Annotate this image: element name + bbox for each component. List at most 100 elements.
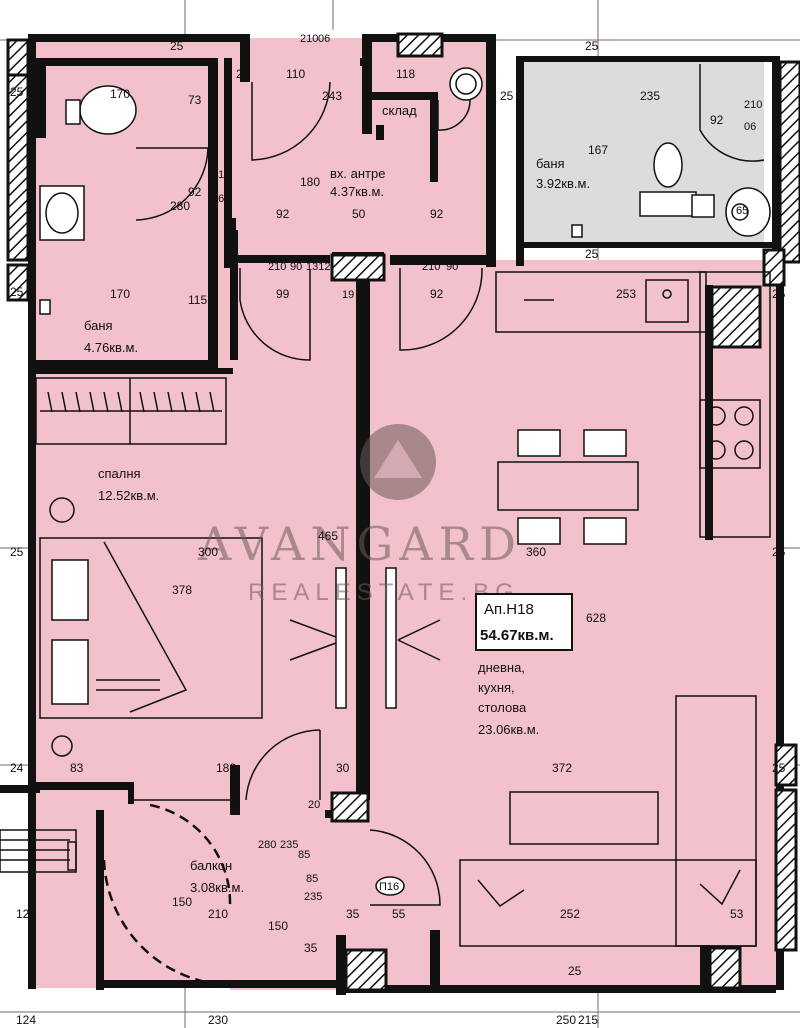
balcony-name: балкон <box>190 858 232 873</box>
dim-label: 19 <box>342 289 354 301</box>
dim-label: 53 <box>730 907 744 921</box>
apartment-tag: Ап.Н18 54.67кв.м. <box>475 593 573 651</box>
dim-label: 180 <box>300 175 320 189</box>
bedroom-area: 12.52кв.м. <box>98 488 159 503</box>
dimension-labels: 25 25 25 25 25 25 25 25 25 25 25 25 170 … <box>10 33 786 1027</box>
dim-label: 124 <box>16 907 36 921</box>
entrance-name: вх. антре <box>330 166 385 181</box>
dim-label: 85 <box>306 873 318 885</box>
dim-label: 25 <box>585 39 599 53</box>
dim-label: 628 <box>586 611 606 625</box>
watermark-line2: REALESTATE.BG <box>248 579 520 606</box>
dim-label: 167 <box>588 143 608 157</box>
dim-label: 253 <box>616 287 636 301</box>
dim-label: 210 <box>422 261 440 273</box>
dim-label: 20 <box>308 799 320 811</box>
dim-label: 25 <box>585 247 599 261</box>
bath-right-name: баня <box>536 156 565 171</box>
dim-label: 230 <box>208 1013 228 1027</box>
dim-label: 06 <box>744 121 756 133</box>
dim-label: 378 <box>172 583 192 597</box>
bed <box>39 497 263 757</box>
dim-label: 50 <box>352 207 366 221</box>
dim-label: 115 <box>188 293 207 307</box>
living-line1: дневна, <box>478 660 525 675</box>
apartment-id: Ап.Н18 <box>484 601 534 618</box>
living-line2: кухня, <box>478 680 515 695</box>
wardrobe <box>35 377 227 445</box>
balcony-area: 3.08кв.м. <box>190 880 244 895</box>
dim-label: 250 <box>556 1013 576 1027</box>
dim-label: 25 <box>170 39 184 53</box>
dim-label: 280 <box>170 199 190 213</box>
dim-label: 25 <box>10 545 24 559</box>
bath-left-fixtures <box>39 85 137 315</box>
structural-columns <box>6 32 800 992</box>
dim-label: 25 <box>10 85 24 99</box>
dim-label: 35 <box>346 907 360 921</box>
dim-label: 35 <box>304 941 318 955</box>
room-labels: вх. антре 4.37кв.м. склад баня 3.92кв.м.… <box>84 103 590 895</box>
dim-label: 06 <box>318 33 330 45</box>
dim-label: 210 <box>208 907 228 921</box>
walls <box>0 34 784 995</box>
dim-label: 92 <box>188 185 202 199</box>
dim-label: 25 <box>772 761 786 775</box>
dim-label: 235 <box>280 839 298 851</box>
dim-label: 90 <box>446 261 458 273</box>
dim-label: 65 <box>736 205 748 217</box>
dim-label: 280 <box>258 839 276 851</box>
dim-label: 92 <box>710 113 724 127</box>
dim-label: 92 <box>430 287 444 301</box>
dim-label: 83 <box>70 761 84 775</box>
dim-label: 124 <box>16 1013 36 1027</box>
dim-label: 92 <box>276 207 290 221</box>
dim-label: 235 <box>304 891 322 903</box>
dim-label: 118 <box>396 67 415 81</box>
dim-label: 210 <box>300 33 318 45</box>
living-area: 23.06кв.м. <box>478 722 539 737</box>
dim-label: 25 <box>568 964 582 978</box>
dim-label: 150 <box>172 895 192 909</box>
dim-label: 243 <box>322 89 342 103</box>
dim-label: 110 <box>286 67 305 81</box>
dim-label: 235 <box>640 89 660 103</box>
dim-label: 465 <box>318 529 338 543</box>
dim-label: 30 <box>336 761 350 775</box>
door-tag-label: П16 <box>379 881 399 893</box>
dim-label: 85 <box>298 849 310 861</box>
door-tag: П16 <box>375 876 405 896</box>
dim-label: 25 <box>10 285 24 299</box>
apartment-area: 54.67кв.м. <box>480 627 554 644</box>
dim-label: 150 <box>268 919 288 933</box>
bath-left-area: 4.76кв.м. <box>84 340 138 355</box>
entrance-area: 4.37кв.м. <box>330 184 384 199</box>
storage-name: склад <box>382 103 417 118</box>
sofa <box>459 695 757 947</box>
balcony-railing <box>0 829 77 873</box>
dim-label: 25 <box>500 89 514 103</box>
dim-label: 170 <box>110 87 130 101</box>
doors <box>102 64 765 987</box>
dim-label: 182 <box>216 761 236 775</box>
dim-label: 1312 <box>306 261 330 273</box>
dim-label: 210 <box>744 99 762 111</box>
dim-label: 25 <box>772 545 786 559</box>
bath-right-area: 3.92кв.м. <box>536 176 590 191</box>
dim-label: 90 <box>290 261 302 273</box>
dim-label: 210 <box>212 169 230 181</box>
dim-label: 210 <box>268 261 286 273</box>
bedroom-name: спалня <box>98 466 141 481</box>
dining-set <box>497 429 639 545</box>
watermark: AVANGARD REALESTATE.BG <box>197 424 520 606</box>
dim-label: 06 <box>212 193 224 205</box>
dim-label: 252 <box>560 907 580 921</box>
bath-right-fixtures <box>449 67 771 238</box>
dim-label: 92 <box>430 207 444 221</box>
dim-label: 25 <box>236 67 250 81</box>
kitchen-counter <box>495 271 771 538</box>
wall-arrows <box>289 567 441 709</box>
dim-label: 170 <box>110 287 130 301</box>
dim-label: 360 <box>526 545 546 559</box>
